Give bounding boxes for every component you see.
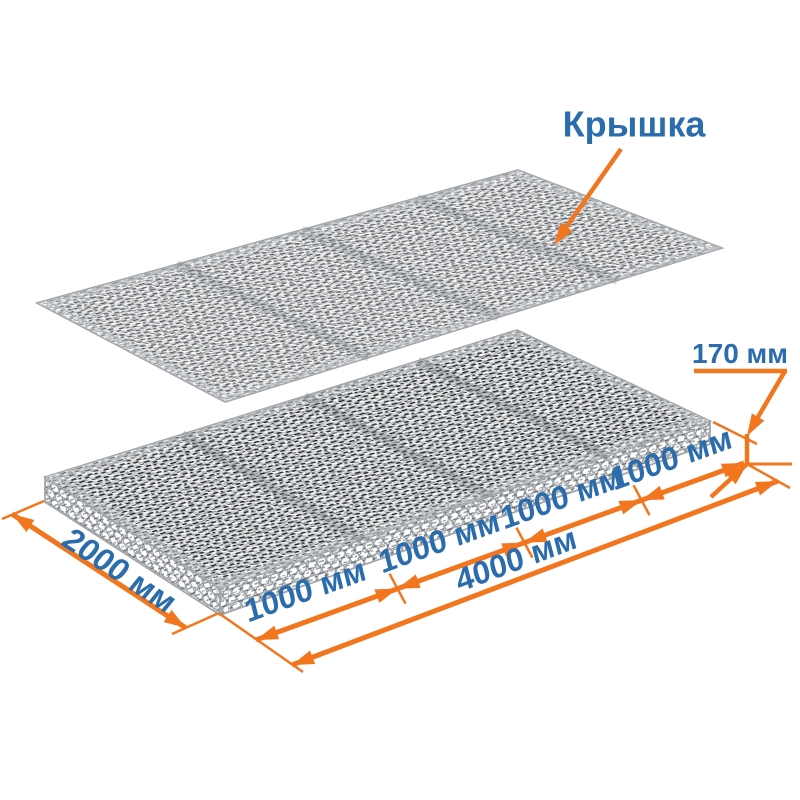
dim-segment-tick [388,573,407,605]
dim-segment-chain-line [255,460,745,643]
dim-width-extension-2 [171,611,220,636]
lid-top-face [34,169,725,403]
dim-height-label: 170 мм [692,338,788,369]
dim-width-line [10,511,188,631]
dim-length-arrowhead-right [754,481,778,496]
mesh-seam-line [299,225,501,322]
dim-segment-arrowhead [374,588,398,603]
dim-height-arrowhead-top [747,413,765,436]
dim-width-extension-1 [1,499,45,521]
dim-height-tail [709,462,749,499]
dim-width-arrowhead-left [12,514,35,533]
dim-segment-tick [632,484,651,516]
dim-segment-arrowhead [501,542,525,557]
dim-segment-arrowhead [618,500,642,515]
mesh-seam-line [415,193,620,285]
mesh-seam-line [302,392,492,501]
dim-length-extension-left [219,612,304,674]
lid-mesh-panel [34,169,725,403]
dim-segment-arrowhead [720,463,744,478]
dim-width-arrowhead-right [163,609,186,628]
dim-segment-tick [515,527,534,559]
mesh-seam-line [179,430,365,544]
mattress-mesh-basket [42,329,713,617]
dim-segment-arrowhead [641,485,665,501]
mattress-front-face [219,419,711,617]
dimension-annotations [1,147,792,674]
mesh-seam-line [174,260,372,362]
dim-length-extension-right [746,462,791,490]
dim-segment-arrowhead [256,625,280,640]
mesh-seam-line [415,356,610,461]
lid-leader-line [556,147,623,241]
dim-length-line [291,478,779,668]
dim-segment-arrowhead [397,574,421,589]
lid-label: Крышка [563,104,707,145]
dim-length-arrowhead-left [292,650,316,665]
mattress-left-face [44,475,221,617]
mattress-top-face [42,329,713,589]
lid-leader-arrowhead [554,222,573,245]
dim-segment-arrowhead [524,528,548,543]
dim-height-extension-top [712,420,758,446]
